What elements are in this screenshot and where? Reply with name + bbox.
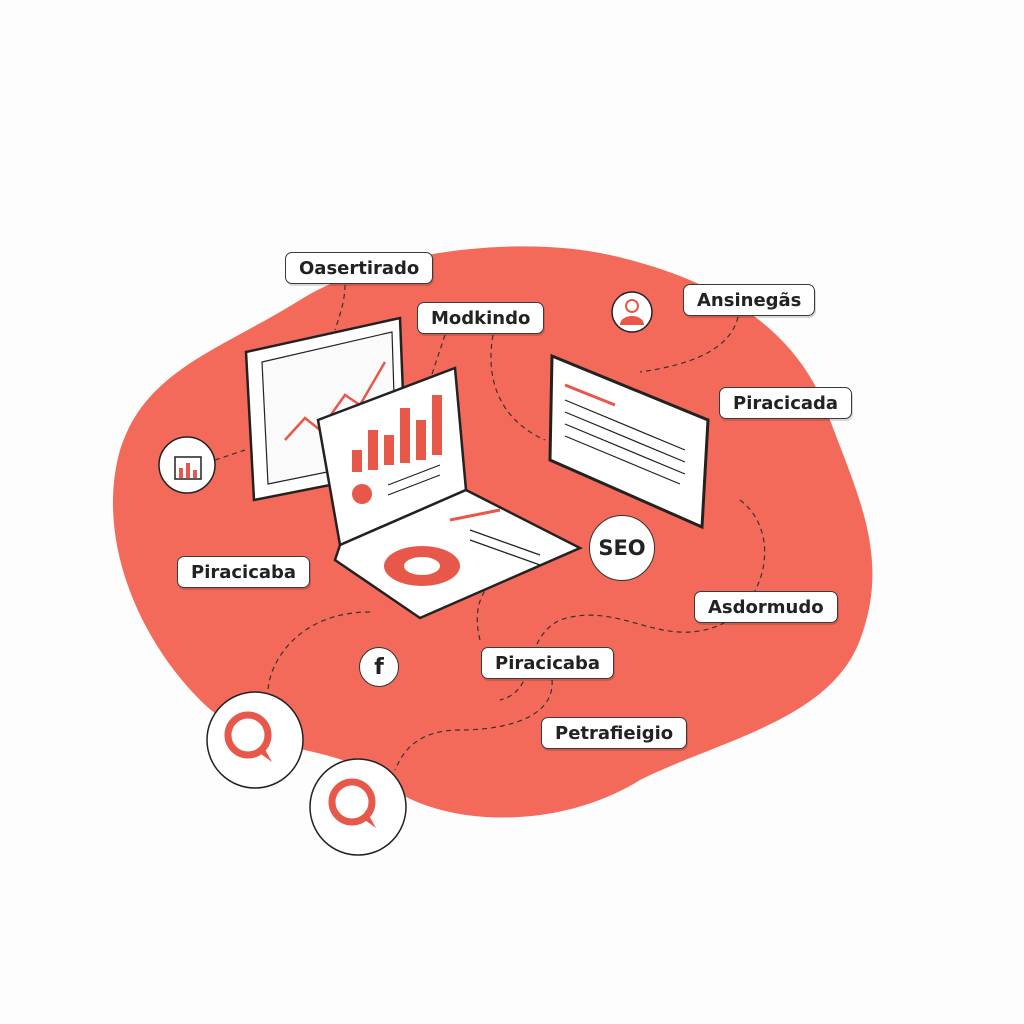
facebook-icon: f [359, 647, 399, 687]
label-oasertirado: Oasertirado [285, 252, 434, 284]
label-ansinegas: Ansinegãs [683, 284, 816, 316]
label-piracicaba-left: Piracicaba [177, 556, 311, 588]
label-modkindo: Modkindo [417, 302, 545, 334]
store-chart-icon [158, 436, 216, 494]
user-icon [611, 291, 653, 333]
label-piracicaba-center: Piracicaba [481, 647, 615, 679]
laptop-dashboard [316, 366, 583, 620]
seo-badge: SEO [589, 515, 655, 581]
tablet-document [548, 353, 710, 530]
chat-icon-2 [309, 758, 407, 856]
label-asdormudo: Asdormudo [694, 591, 838, 623]
chat-icon-1 [206, 691, 304, 789]
label-piracicada: Piracicada [719, 387, 853, 419]
facebook-glyph: f [374, 654, 384, 680]
label-petrafieigio: Petrafieigio [541, 717, 688, 749]
seo-text: SEO [598, 536, 646, 560]
